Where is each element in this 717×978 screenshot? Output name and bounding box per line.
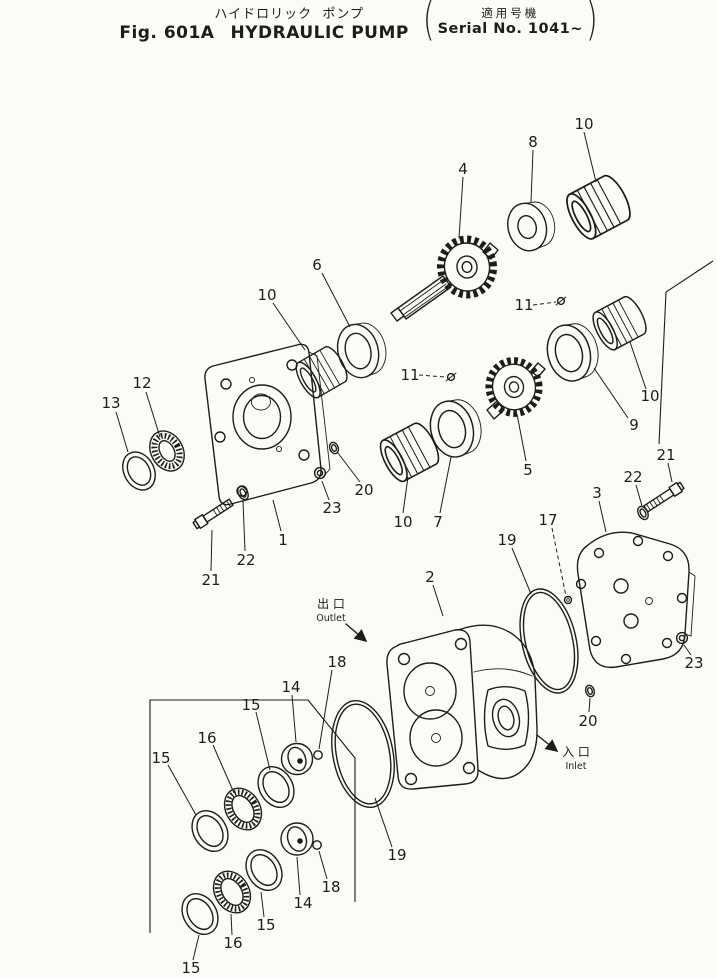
callout-21-a: 21	[201, 571, 220, 589]
callout-23-a: 23	[322, 499, 341, 517]
callout-4: 4	[458, 160, 468, 178]
callout-21-b: 21	[656, 446, 675, 464]
callout-18-b: 18	[321, 878, 340, 896]
callout-11-b: 11	[400, 366, 419, 384]
part-19-oring-right	[519, 588, 579, 694]
part-15-seal-2	[184, 803, 236, 859]
part-8-collar	[501, 196, 561, 256]
callout-19-b: 19	[387, 846, 406, 864]
callout-20-b: 20	[578, 712, 597, 730]
callout-10-a: 10	[574, 115, 593, 133]
figure-title-japanese: ハイドロリック ポンプ	[214, 7, 364, 22]
figure-number: Fig. 601A	[119, 23, 215, 43]
part-18-ball-a	[313, 750, 323, 760]
callout-19-a: 19	[497, 531, 516, 549]
callout-16-b: 16	[223, 934, 242, 952]
figure-name: HYDRAULIC PUMP	[230, 23, 409, 43]
callout-15-c: 15	[256, 916, 275, 934]
part-1-front-cover	[204, 343, 331, 506]
part-11-pin-b	[445, 372, 457, 382]
outlet-annotation: 出 口 Outlet	[316, 597, 368, 643]
part-16-seal-1	[217, 781, 269, 836]
part-21-bolt-right	[642, 480, 686, 514]
inlet-annotation: 入 口 Inlet	[536, 734, 590, 772]
figure-title-block: ハイドロリック ポンプ Fig. 601A HYDRAULIC PUMP	[119, 3, 409, 43]
section-border-bottom-left	[149, 699, 356, 933]
callout-1: 1	[278, 531, 288, 549]
part-5-driven-gear	[485, 356, 545, 419]
part-20-ring-right	[583, 683, 597, 699]
callout-17: 17	[538, 511, 557, 529]
callout-11-a: 11	[514, 296, 533, 314]
part-18-ball-b	[312, 840, 322, 850]
outlet-label-japanese: 出 口	[317, 597, 345, 611]
part-4-drive-gear-shaft	[390, 235, 498, 322]
callout-9: 9	[629, 416, 639, 434]
part-13-ring	[122, 451, 156, 491]
callout-15-b: 15	[151, 749, 170, 767]
serial-label-japanese: 適用号機	[481, 6, 540, 20]
outlet-label-english: Outlet	[316, 613, 346, 624]
callout-6: 6	[312, 256, 322, 274]
leader-lines	[115, 131, 692, 961]
callout-15-a: 15	[241, 696, 260, 714]
callout-15-d: 15	[181, 959, 200, 977]
close-paren: )	[585, 0, 598, 47]
part-11-pin-a	[555, 296, 567, 306]
inlet-label-japanese: 入 口	[562, 745, 590, 759]
callout-10-b: 10	[257, 286, 276, 304]
serial-label-english: Serial No. 1041~	[437, 21, 583, 37]
callout-22-a: 22	[236, 551, 255, 569]
figure-title-english: Fig. 601A HYDRAULIC PUMP	[119, 23, 409, 43]
callout-12: 12	[132, 374, 151, 392]
callout-14-b: 14	[293, 894, 312, 912]
part-2-pump-housing	[386, 624, 538, 790]
callout-10-c: 10	[640, 387, 659, 405]
callout-22-b: 22	[623, 468, 642, 486]
callout-23-b: 23	[684, 654, 703, 672]
callout-10-d: 10	[393, 513, 412, 531]
callout-14-a: 14	[281, 678, 300, 696]
callout-8: 8	[528, 133, 538, 151]
part-19-oring-left	[331, 699, 395, 809]
callout-16-a: 16	[197, 729, 216, 747]
part-3-rear-cover	[575, 531, 696, 669]
inlet-flow-arrow-icon	[536, 734, 559, 752]
part-7-ring	[423, 393, 488, 463]
callout-20-a: 20	[354, 481, 373, 499]
serial-number-block: ( 適用号機 Serial No. 1041~ )	[423, 0, 598, 47]
part-14-cap-a	[280, 742, 314, 776]
part-10-bushing-d	[374, 418, 445, 486]
part-10-bushing-b	[560, 170, 637, 244]
open-paren: (	[422, 0, 435, 47]
callout-2: 2	[425, 568, 435, 586]
part-23-plug-right	[675, 631, 689, 645]
section-border-top-right	[658, 260, 714, 445]
callout-5: 5	[523, 461, 533, 479]
callout-3: 3	[592, 484, 602, 502]
part-6-ring	[331, 317, 393, 383]
part-12-oil-seal	[149, 430, 185, 472]
callout-7: 7	[433, 513, 443, 531]
part-10-bushing-c	[587, 292, 652, 354]
outlet-flow-arrow-icon	[345, 623, 368, 643]
callout-13: 13	[101, 394, 120, 412]
figure-header: ハイドロリック ポンプ Fig. 601A HYDRAULIC PUMP ( 適用…	[0, 0, 717, 47]
callout-labels: 10 8 4 6 10 11 10 9 11 5 12 13 20 23 10 …	[101, 115, 703, 977]
part-16-seal-2	[206, 864, 258, 919]
part-17-plug	[563, 595, 573, 605]
part-21-bolt-left	[191, 497, 235, 531]
callout-18-a: 18	[327, 653, 346, 671]
inlet-label-english: Inlet	[565, 761, 586, 772]
part-14-cap-b	[280, 822, 314, 856]
